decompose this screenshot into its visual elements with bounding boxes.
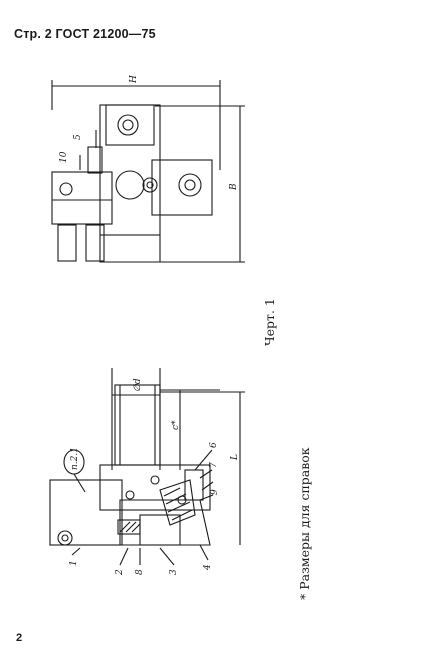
- part-label-8: 8: [135, 569, 145, 575]
- part-label-9: 9: [210, 489, 220, 495]
- part-label-2: 2: [115, 569, 125, 576]
- page-number: 2: [16, 632, 23, 644]
- callout-label: п.2.1: [70, 447, 80, 470]
- dimension-label-d: ∅d: [133, 378, 143, 392]
- page-header: Стр. 2 ГОСТ 21200—75: [14, 27, 156, 41]
- dimension-label-c: c*: [171, 420, 181, 430]
- part-label-4: 4: [203, 564, 213, 571]
- part-label-3: 3: [169, 569, 179, 575]
- part-label-10: 10: [59, 151, 69, 163]
- part-label-5: 5: [73, 134, 83, 140]
- dimension-label-B: B: [229, 183, 239, 191]
- dimension-label-H: H: [129, 75, 139, 84]
- part-label-7: 7: [209, 462, 219, 468]
- part-label-1: 1: [69, 560, 79, 566]
- side-view-drawing: [49, 368, 245, 566]
- part-label-6: 6: [209, 442, 219, 448]
- top-view-drawing: [51, 80, 245, 263]
- dimension-label-L: L: [230, 454, 240, 461]
- figure-caption: Черт. 1: [262, 298, 277, 346]
- footnote: * Размеры для справок: [297, 447, 312, 600]
